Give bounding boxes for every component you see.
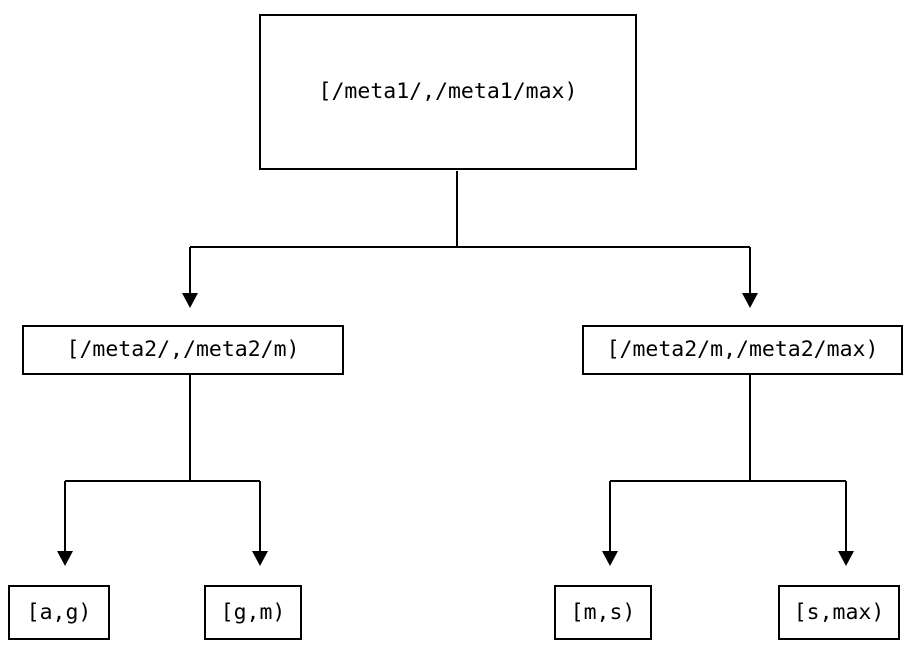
tree-node-leaf-ms: [m,s) bbox=[554, 585, 652, 640]
tree-node-meta2-low: [/meta2/,/meta2/m) bbox=[22, 325, 344, 375]
tree-node-meta2-high-label: [/meta2/m,/meta2/max) bbox=[606, 337, 879, 363]
tree-node-leaf-smax: [s,max) bbox=[778, 585, 900, 640]
tree-node-leaf-gm: [g,m) bbox=[204, 585, 302, 640]
arrowhead-to-leaf-smax bbox=[838, 551, 854, 566]
tree-node-leaf-smax-label: [s,max) bbox=[793, 599, 885, 625]
edge-meta2-high-to-children bbox=[609, 375, 847, 551]
edge-meta2-low-to-children bbox=[64, 375, 261, 551]
tree-node-leaf-ag-label: [a,g) bbox=[26, 599, 92, 625]
tree-node-meta2-low-label: [/meta2/,/meta2/m) bbox=[66, 337, 300, 363]
tree-node-meta2-high: [/meta2/m,/meta2/max) bbox=[582, 325, 903, 375]
edge-root-to-children bbox=[189, 171, 751, 293]
arrowhead-to-meta2-high bbox=[742, 293, 758, 308]
tree-node-leaf-ms-label: [m,s) bbox=[570, 599, 636, 625]
tree-node-root-label: [/meta1/,/meta1/max) bbox=[318, 79, 578, 105]
arrowhead-to-leaf-ms bbox=[602, 551, 618, 566]
tree-node-leaf-gm-label: [g,m) bbox=[220, 599, 286, 625]
arrowhead-to-leaf-gm bbox=[252, 551, 268, 566]
tree-node-leaf-ag: [a,g) bbox=[8, 585, 110, 640]
arrowhead-to-meta2-low bbox=[182, 293, 198, 308]
tree-node-root: [/meta1/,/meta1/max) bbox=[259, 14, 637, 170]
arrowhead-to-leaf-ag bbox=[57, 551, 73, 566]
